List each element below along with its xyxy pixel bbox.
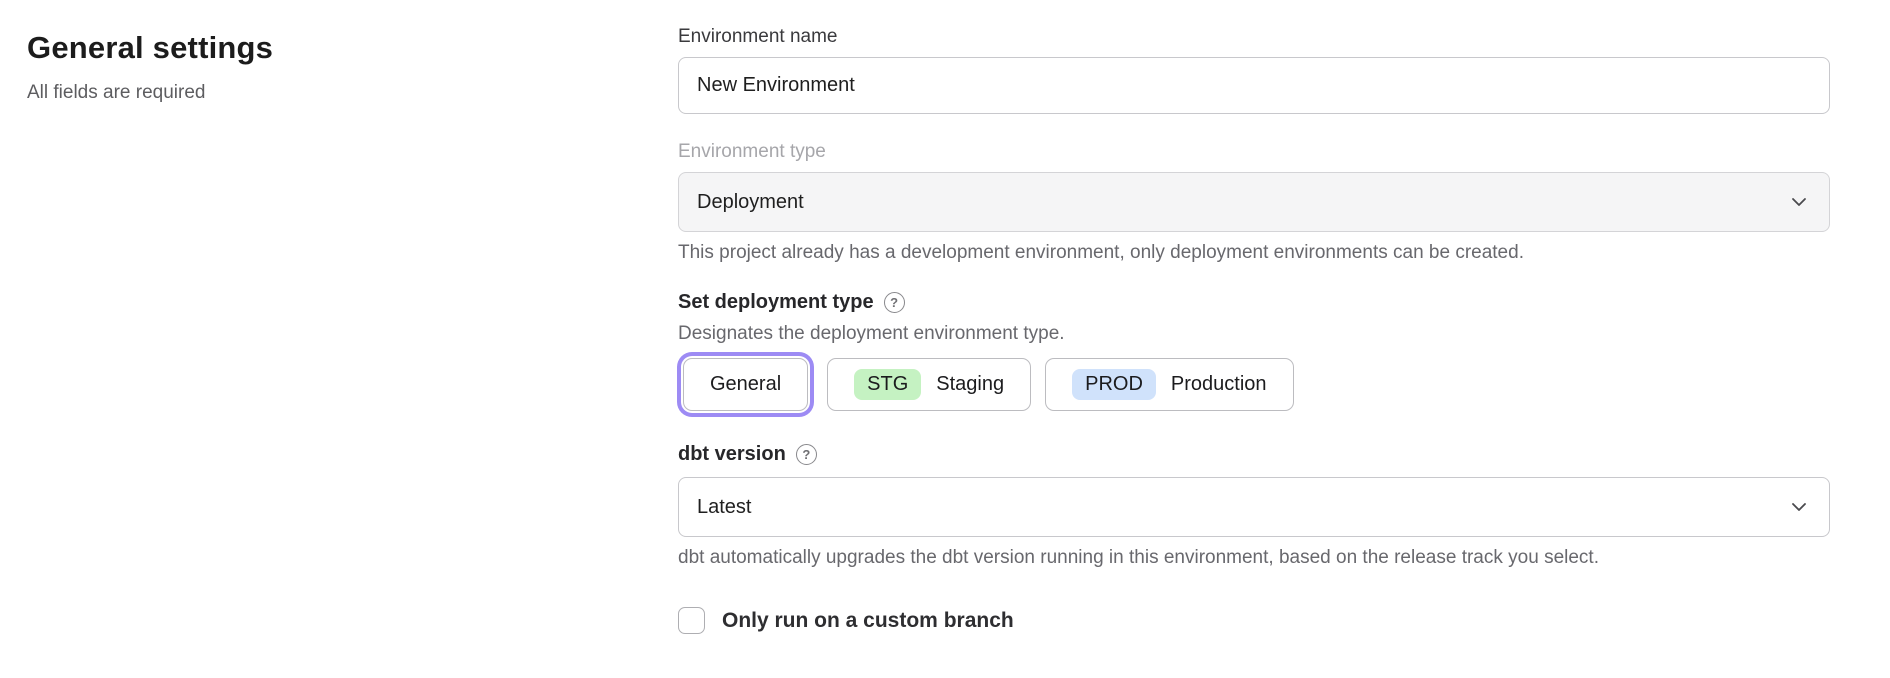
deployment-type-staging-label: Staging xyxy=(936,373,1004,396)
help-icon[interactable]: ? xyxy=(796,444,817,465)
dbt-version-selected-value: Latest xyxy=(697,496,751,519)
environment-name-label: Environment name xyxy=(678,26,1830,48)
page-title: General settings xyxy=(27,30,638,66)
environment-type-label: Environment type xyxy=(678,141,1830,163)
environment-name-field: Environment name xyxy=(678,26,1830,114)
deployment-type-label-row: Set deployment type ? xyxy=(678,291,1830,314)
deployment-type-general-button[interactable]: General xyxy=(683,358,808,411)
staging-badge: STG xyxy=(854,369,921,400)
deployment-type-staging-button[interactable]: STG Staging xyxy=(827,358,1031,411)
chevron-down-icon xyxy=(1791,196,1807,208)
environment-name-input[interactable] xyxy=(678,57,1830,114)
deployment-type-production-button[interactable]: PROD Production xyxy=(1045,358,1293,411)
environment-settings-form: Environment name Environment type Deploy… xyxy=(678,0,1860,678)
deployment-type-general-label: General xyxy=(710,373,781,396)
chevron-down-icon xyxy=(1791,501,1807,513)
environment-type-select[interactable]: Deployment xyxy=(678,172,1830,232)
environment-type-helper: This project already has a development e… xyxy=(678,242,1830,264)
dbt-version-select[interactable]: Latest xyxy=(678,477,1830,537)
page-subtitle: All fields are required xyxy=(27,82,638,104)
deployment-type-button-group: General STG Staging PROD Production xyxy=(678,358,1830,411)
custom-branch-checkbox[interactable] xyxy=(678,607,705,634)
custom-branch-row: Only run on a custom branch xyxy=(678,607,1830,634)
production-badge: PROD xyxy=(1072,369,1156,400)
help-icon[interactable]: ? xyxy=(884,292,905,313)
settings-header-column: General settings All fields are required xyxy=(0,0,678,678)
environment-type-field: Environment type Deployment This project… xyxy=(678,141,1830,264)
environment-type-selected-value: Deployment xyxy=(697,191,804,214)
deployment-type-field: Set deployment type ? Designates the dep… xyxy=(678,291,1830,411)
dbt-version-label-row: dbt version ? xyxy=(678,443,1830,466)
deployment-type-production-label: Production xyxy=(1171,373,1267,396)
dbt-version-label: dbt version xyxy=(678,443,786,466)
deployment-type-helper: Designates the deployment environment ty… xyxy=(678,323,1830,345)
custom-branch-label[interactable]: Only run on a custom branch xyxy=(722,609,1014,633)
deployment-type-label: Set deployment type xyxy=(678,291,874,314)
dbt-version-field: dbt version ? Latest dbt automatically u… xyxy=(678,443,1830,569)
dbt-version-helper: dbt automatically upgrades the dbt versi… xyxy=(678,547,1830,569)
